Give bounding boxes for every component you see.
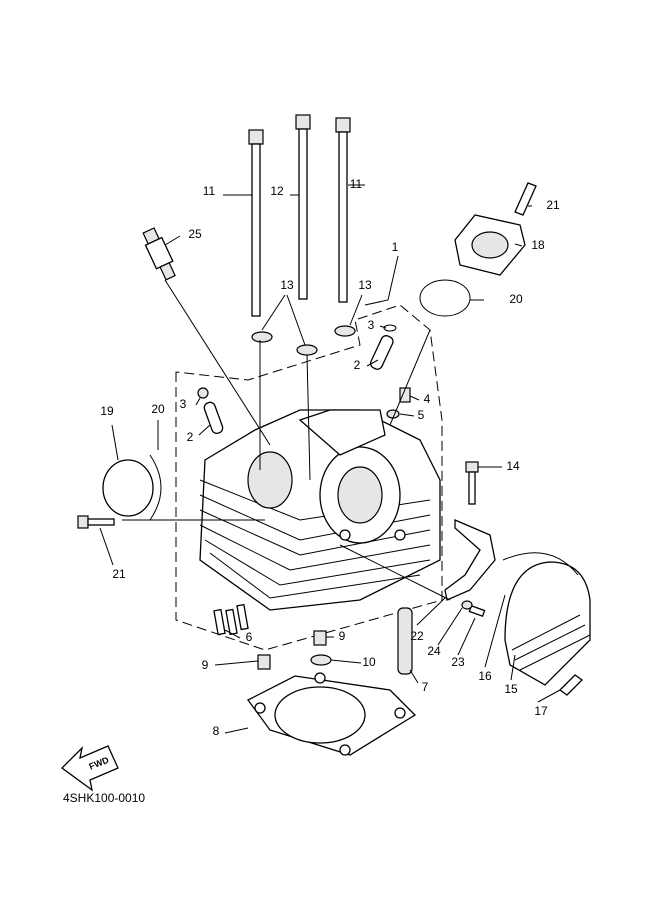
callout-14: 14 [506,459,520,473]
stud-6 [236,603,249,631]
callout-6: 6 [246,630,253,644]
callout-16: 16 [478,669,492,683]
callout-1: 1 [392,240,399,254]
gasket-16 [502,552,579,576]
cylinder-head [199,409,441,611]
callout-8: 8 [213,724,220,738]
callout-9: 9 [339,629,346,643]
seal-10 [310,654,332,666]
callout-25: 25 [188,227,202,241]
washer-13 [334,325,356,337]
callout-18: 18 [531,238,545,252]
cap-3-right [383,324,397,332]
spark-plug [142,227,176,281]
bolt-21-top [514,182,537,216]
callout-12: 12 [270,184,284,198]
guide-7 [397,607,413,675]
callout-20: 20 [509,292,523,306]
callout-2: 2 [187,430,194,444]
gasket-20-side [149,454,162,521]
bolt-11-right [335,117,351,303]
cover-15 [504,561,591,686]
bolt-12 [295,114,311,300]
o-ring-20 [419,279,471,317]
cover-19 [102,459,154,517]
callout-15: 15 [504,682,518,696]
intake-port [247,451,293,509]
callout-23: 23 [451,655,465,669]
leader-lines [99,184,561,734]
callout-2: 2 [354,358,361,372]
callout-10: 10 [362,655,376,669]
callout-3: 3 [368,318,375,332]
callout-11: 11 [203,184,216,198]
bolt-11-left [248,129,264,317]
valve-2-left [203,401,224,434]
callout-19: 19 [100,404,114,418]
diagram-code: 4SHK100-0010 [63,791,145,805]
callout-24: 24 [427,644,441,658]
dowel-9 [313,630,327,646]
washer-24 [461,600,473,610]
bracket-22 [444,519,496,601]
bolt-4 [399,387,411,403]
stud-6 [225,608,238,636]
bolt-14 [465,461,479,505]
callout-7: 7 [422,680,429,694]
dowel-9 [257,654,271,670]
callout-20: 20 [151,402,165,416]
callout-9: 9 [202,658,209,672]
callout-21: 21 [112,567,126,581]
bolt-17 [558,674,584,696]
valve-2-right [369,335,394,370]
callout-17: 17 [534,704,548,718]
stud-6 [213,608,226,636]
washer-13 [296,344,318,356]
callout-11: 11 [350,177,363,191]
callout-22: 22 [410,629,424,643]
fwd-arrow-icon: FWD [61,745,119,792]
callout-13: 13 [280,278,294,292]
bolt-21-left [77,515,115,529]
callout-5: 5 [418,408,425,422]
callout-3: 3 [180,397,187,411]
callout-13: 13 [358,278,372,292]
cap-3-left [197,387,209,399]
washer-13 [251,331,273,343]
callout-4: 4 [424,392,431,406]
callout-21: 21 [546,198,560,212]
